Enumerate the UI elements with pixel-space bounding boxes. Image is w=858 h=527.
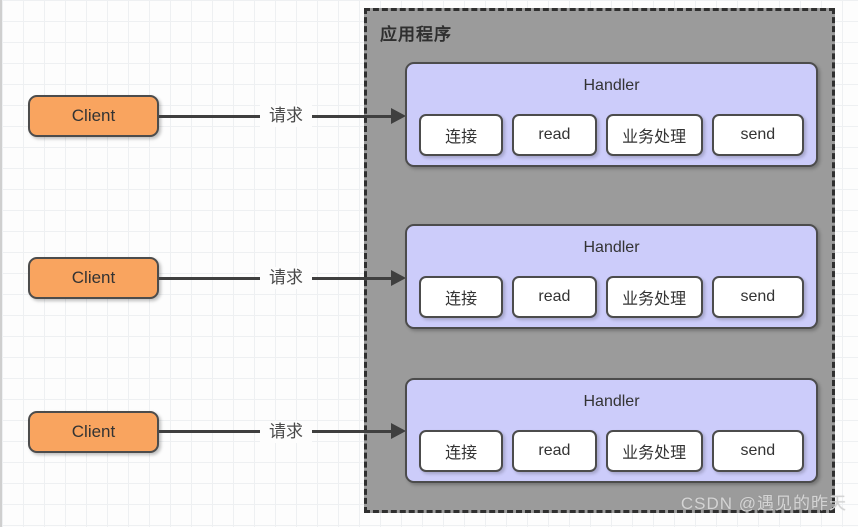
step-connect: 连接 — [419, 276, 504, 318]
handler-box-2: Handler 连接 read 业务处理 send — [405, 224, 818, 329]
client-box-1: Client — [28, 95, 159, 137]
client-label: Client — [71, 268, 116, 287]
step-connect: 连接 — [419, 114, 504, 156]
client-box-3: Client — [28, 411, 159, 453]
request-arrow-head-2 — [391, 270, 406, 286]
step-send: send — [711, 430, 804, 472]
request-arrow-head-1 — [391, 108, 406, 124]
application-title: 应用程序 — [380, 25, 452, 44]
step-read: read — [512, 114, 597, 156]
step-read: read — [512, 430, 597, 472]
client-label: Client — [71, 422, 116, 441]
request-arrow-head-3 — [391, 423, 406, 439]
handler-box-1: Handler 连接 read 业务处理 send — [405, 62, 818, 167]
request-arrow-label-3: 请求 — [260, 421, 312, 443]
step-connect: 连接 — [419, 430, 504, 472]
step-read: read — [512, 276, 597, 318]
handler-steps-row: 连接 read 业务处理 send — [419, 276, 804, 318]
client-box-2: Client — [28, 257, 159, 299]
request-arrow-label-2: 请求 — [260, 267, 312, 289]
handler-steps-row: 连接 read 业务处理 send — [419, 114, 804, 156]
request-arrow-label-1: 请求 — [260, 105, 312, 127]
handler-steps-row: 连接 read 业务处理 send — [419, 430, 804, 472]
step-send: send — [711, 276, 804, 318]
step-business-process: 业务处理 — [605, 276, 703, 318]
handler-title: Handler — [583, 239, 640, 256]
step-send: send — [711, 114, 804, 156]
handler-title: Handler — [583, 393, 640, 410]
step-business-process: 业务处理 — [605, 430, 703, 472]
csdn-watermark: CSDN @遇见的昨天 — [680, 494, 847, 513]
handler-box-3: Handler 连接 read 业务处理 send — [405, 378, 818, 483]
client-label: Client — [71, 106, 116, 125]
step-business-process: 业务处理 — [605, 114, 703, 156]
handler-title: Handler — [583, 77, 640, 94]
